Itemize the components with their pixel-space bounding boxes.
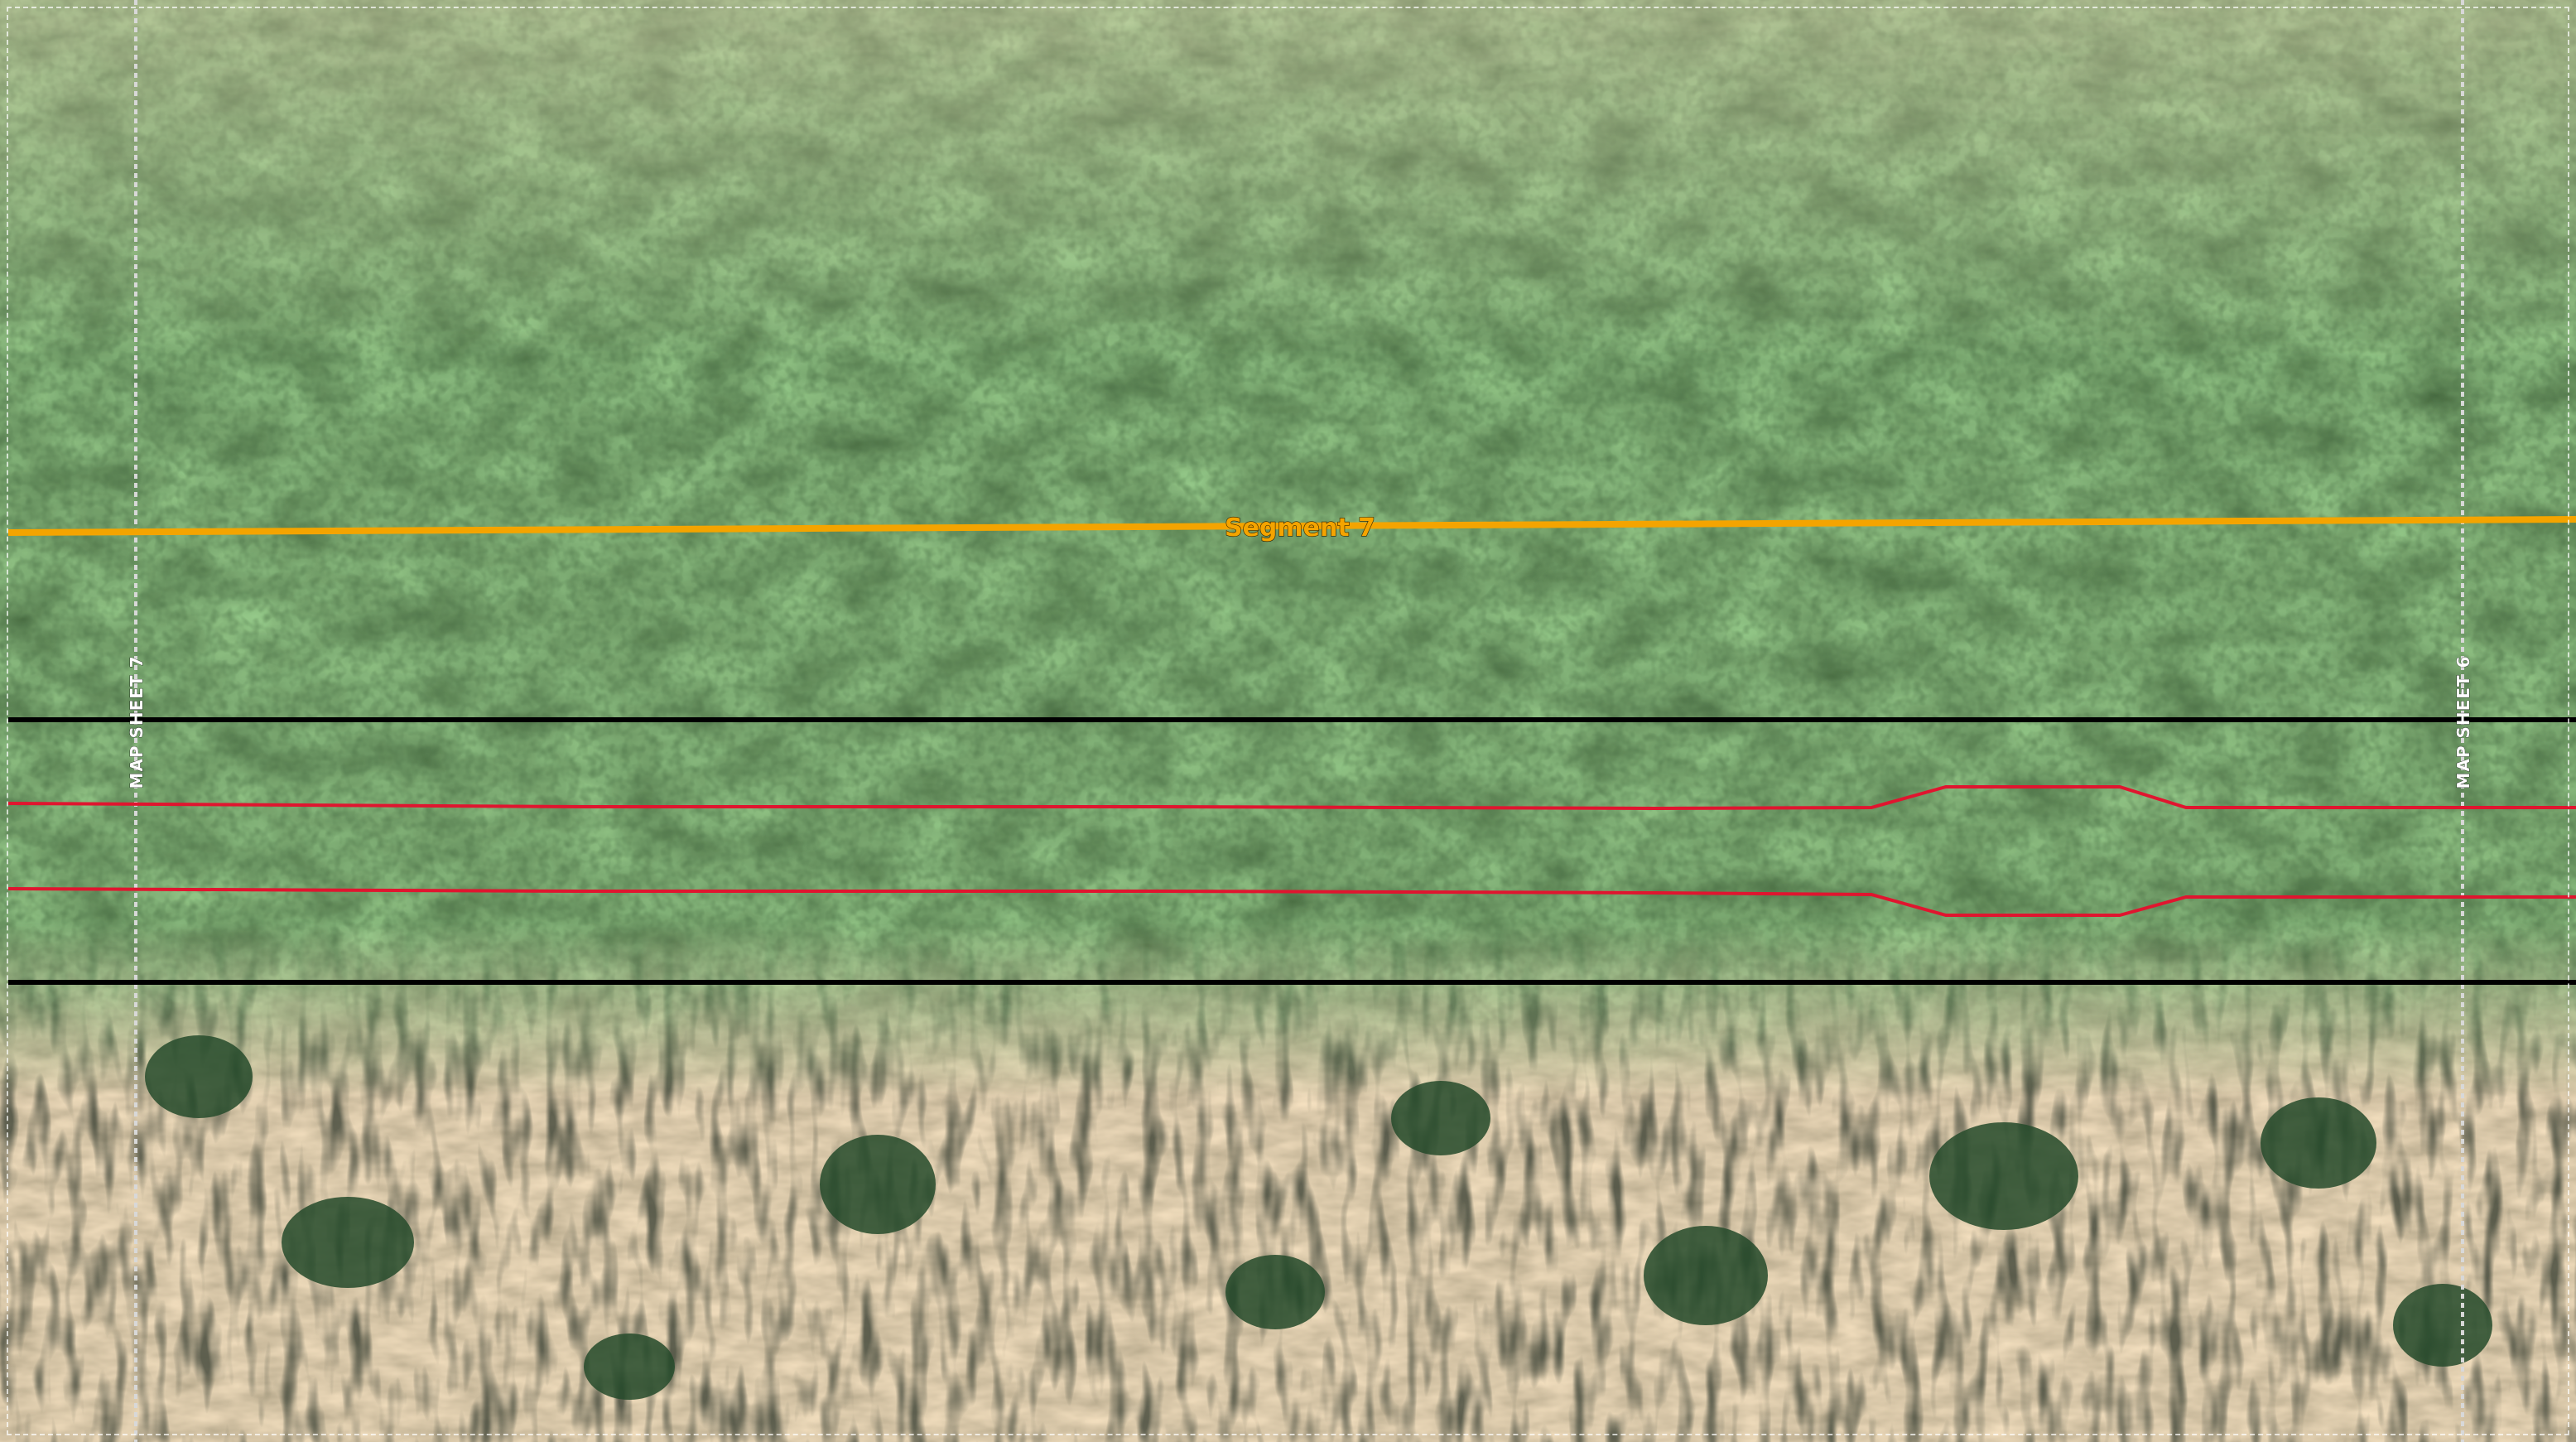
corridor-edge-south[interactable] [7,887,2576,917]
segment-label: Segment 7 [1225,514,1375,543]
tree-clusters [145,1035,2492,1400]
map-sheet-label-left: MAP SHEET 7 [127,656,147,789]
map-sheet-label-right: MAP SHEET 6 [2453,656,2473,789]
segment-line[interactable] [7,516,2576,536]
corridor-edge-north[interactable] [7,785,2576,811]
